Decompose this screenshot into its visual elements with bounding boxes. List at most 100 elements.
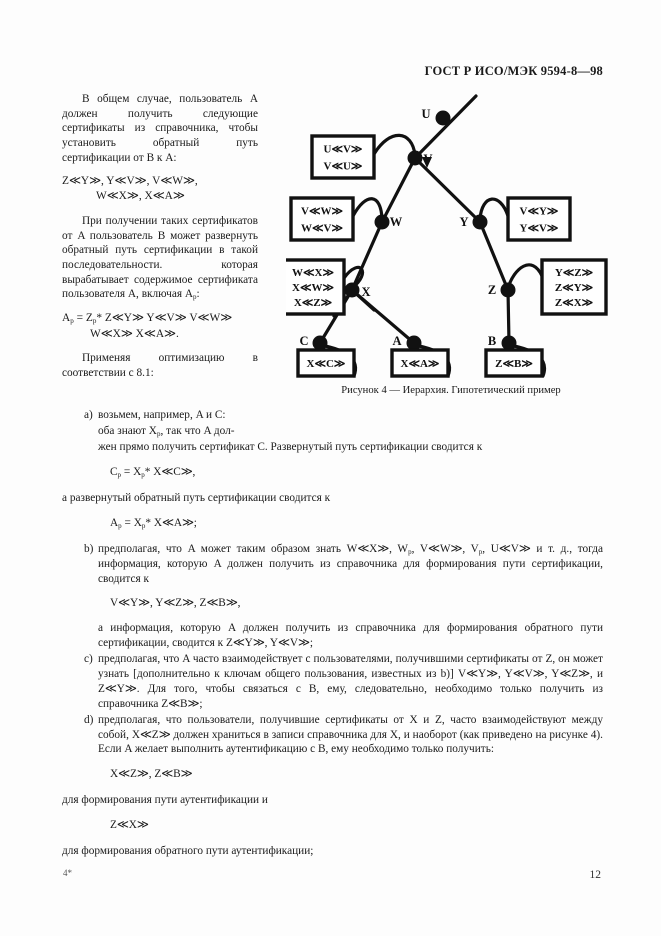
left-text-column: В общем случае, пользователь А должен по… (62, 92, 258, 390)
paragraph-reverse-expanded: а развернутый обратный путь сертификации… (62, 492, 331, 504)
formula-ap-a: A (62, 312, 71, 325)
formula-ap: Ap = Zp* Z≪Y≫ Y≪V≫ V≪W≫ W≪X≫ X≪A≫. (62, 311, 258, 341)
curve-box-vw-to-w (351, 197, 384, 221)
formula-ap-line2: W≪X≫ X≪A≫. (90, 327, 179, 340)
certificate-box-wx (286, 258, 346, 316)
certificate-box-vy (506, 196, 572, 242)
box-yz-line-2: Z≪Y≫ (555, 282, 593, 294)
list-item-a: a) возьмем, например, A и C: (62, 408, 280, 423)
subscript-p-b1: p (408, 547, 412, 556)
list-item-c: c) предполагая, что A часто взаимодейств… (62, 652, 603, 711)
list-item-b-pre: предполагая, что A может таким образом з… (98, 543, 409, 555)
list-marker-c: c) (84, 653, 93, 666)
list-item-d-text: предполагая, что пользователи, получивши… (98, 713, 603, 756)
paragraph-expand-tail: : (196, 288, 200, 301)
box-yz-line-1: Y≪Z≫ (555, 267, 593, 279)
figure-caption: Рисунок 4 — Иерархия. Гипотетический при… (341, 385, 561, 396)
tree-node-y (472, 214, 488, 230)
list-item-a-line3-row: жен прямо получить сертификат C. Разверн… (62, 440, 603, 455)
formula-line-1: Z≪Y≫, Y≪V≫, V≪W≫, (62, 175, 198, 188)
box-vy-line-2: Y≪V≫ (520, 223, 559, 235)
box-xa-line-1: X≪A≫ (401, 358, 440, 370)
list-item-d: d) предполагая, что пользователи, получи… (62, 713, 603, 758)
formula-ap-c: * Z≪Y≫ Y≪V≫ V≪W≫ (96, 312, 233, 325)
equation-ap-sub2: p (141, 521, 146, 530)
tree-node-z (500, 282, 516, 298)
curve-box-vy-to-y (478, 197, 510, 221)
equation-cp-tail: * X≪C≫, (144, 465, 196, 478)
paragraph-auth-reverse-path: для формирования обратного пути аутентиф… (62, 844, 314, 857)
equation-ap-sub1: p (118, 521, 122, 530)
certificate-box-zb (484, 348, 544, 378)
paragraph-auth-path: для формирования пути аутентификации и (62, 794, 268, 807)
equation-cp-rest: = X (121, 465, 142, 478)
box-vw-line-2: W≪V≫ (301, 223, 343, 235)
tree-node-label-u: U (421, 107, 430, 121)
page-number: 12 (589, 869, 602, 881)
edge-v-y (413, 156, 482, 224)
equation-ap-tail: * X≪A≫; (145, 516, 197, 529)
certificate-box-xa (390, 348, 450, 378)
tree-node-label-v: V (423, 152, 432, 166)
box-uv-line-2: V≪U≫ (324, 161, 363, 173)
certificate-box-xc (296, 348, 356, 378)
formula-ap-sub1: p (70, 317, 74, 326)
tree-node-label-c: C (299, 334, 308, 348)
list-item-a-line1: возьмем, например, A и C: (98, 409, 226, 421)
box-zb-line-1: Z≪B≫ (495, 358, 533, 370)
equation-cp: Cp = Xp* X≪C≫, (62, 465, 603, 480)
box-yz-line-3: Z≪X≫ (555, 297, 593, 309)
tree-node-u (435, 110, 451, 126)
tree-node-label-x: X (361, 285, 370, 299)
list-item-a-line2-pre: оба знают X (98, 424, 157, 437)
paragraph-b-reverse: а информация, которую A должен получить … (98, 621, 603, 649)
tree-node-b (501, 335, 517, 351)
equation-d-reverse: Z≪X≫ (110, 818, 149, 831)
paragraph-expand: При получении таких сертификатов от A по… (62, 214, 258, 302)
box-wx-line-3: X≪Z≫ (294, 297, 332, 309)
list-item-b-post: , U≪V≫ и т. д., (482, 543, 573, 555)
equation-cp-c: C (110, 465, 118, 478)
edge-y-z (478, 220, 510, 292)
equation-ap: Ap = Xp* X≪A≫; (62, 516, 603, 531)
subscript-p-a: p (156, 429, 161, 438)
list-item-b: b) предполагая, что A может таким образо… (62, 542, 603, 587)
edge-z-b (506, 288, 511, 345)
edge-v-w (380, 156, 417, 224)
edge-up-from-v (413, 94, 478, 160)
tree-node-label-z: Z (488, 283, 496, 297)
curve-box-wx-to-x (342, 265, 364, 290)
tree-node-label-b: B (488, 334, 496, 348)
certificate-box-vw (289, 196, 355, 242)
tree-node-w (374, 214, 390, 230)
curve-box-yz-to-z (506, 263, 544, 290)
box-uv-line-1: U≪V≫ (324, 144, 363, 156)
edge-w-x (350, 220, 384, 292)
main-text-column: a) возьмем, например, A и C: оба знают X… (62, 408, 603, 868)
formula-reverse-path: Z≪Y≫, Y≪V≫, V≪W≫, W≪X≫, X≪A≫ (62, 174, 258, 204)
tree-node-label-w: W (390, 215, 403, 229)
tree-boxes: U≪V≫V≪U≫V≪W≫W≪V≫V≪Y≫Y≪V≫W≪X≫X≪W≫X≪Z≫Y≪Z≫… (286, 134, 608, 378)
signature-mark: 4* (63, 868, 72, 878)
certificate-box-uv (310, 134, 376, 180)
list-item-a-line2-post: , так что A дол- (160, 424, 235, 437)
list-item-a-line2-row: оба знают Xp, так что A дол- (62, 424, 280, 439)
tree-node-label-y: Y (459, 215, 468, 229)
standard-header: ГОСТ Р ИСО/МЭК 9594-8—98 (424, 64, 603, 78)
certificate-box-yz (540, 258, 608, 316)
equation-b-forward: V≪Y≫, Y≪Z≫, Z≪B≫, (110, 596, 241, 609)
equation-cp-sub2: p (141, 470, 145, 479)
tree-node-c (312, 335, 328, 351)
equation-d-forward: X≪Z≫, Z≪B≫ (110, 768, 193, 781)
box-vy-line-1: V≪Y≫ (520, 206, 559, 218)
equation-ap-rest: = X (121, 516, 142, 529)
formula-ap-sub2: p (92, 317, 97, 326)
list-marker-d: d) (84, 713, 94, 726)
list-item-c-text: предполагая, что A часто взаимодействует… (98, 653, 603, 710)
box-vw-line-1: V≪W≫ (301, 206, 343, 218)
subscript-p: p (193, 293, 197, 302)
arrow-v-down (422, 157, 432, 168)
